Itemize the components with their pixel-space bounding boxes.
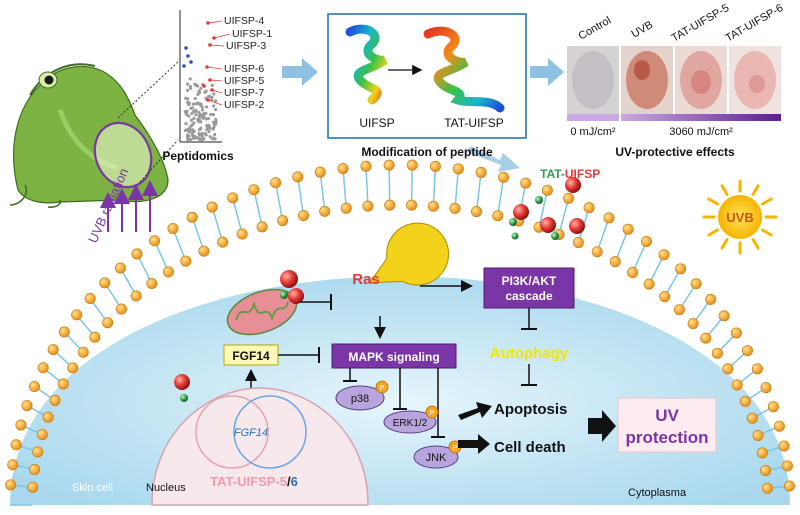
- p38-phospho-label: P: [380, 385, 385, 392]
- cytoplasma-label: Cytoplasma: [628, 487, 687, 499]
- peptide-b: 6: [291, 474, 298, 489]
- dose-low-label: 0 mJ/cm²: [570, 126, 616, 138]
- jnk-label: JNK: [426, 452, 447, 464]
- volcano-label-3: UIFSP-3: [226, 40, 266, 52]
- pi3k-line2: cascade: [505, 289, 553, 303]
- effects-caption: UV-protective effects: [615, 145, 735, 159]
- volcano-plot: [180, 10, 222, 142]
- effects-col-tat6: TAT-UIFSP-6: [724, 2, 786, 45]
- modification-left-label: UIFSP: [359, 116, 394, 130]
- p38-label: p38: [351, 393, 369, 405]
- volcano-label-2: UIFSP-1: [232, 28, 272, 40]
- zoom-line-top: [118, 62, 178, 118]
- mapk-label: MAPK signaling: [348, 350, 439, 364]
- pi3k-line1: PI3K/AKT: [502, 274, 557, 288]
- fgf14-box-label: FGF14: [232, 349, 270, 363]
- nucleus-label: Nucleus: [146, 482, 186, 494]
- volcano-label-1: UIFSP-4: [224, 15, 264, 27]
- modification-caption: Modification of peptide: [361, 145, 493, 159]
- dose-bar-high: [621, 114, 781, 121]
- flow-arrow-1: [282, 58, 318, 86]
- erk-label: ERK1/2: [393, 418, 428, 429]
- sun-label: UVB: [726, 210, 753, 225]
- ras-label: Ras: [352, 271, 380, 288]
- effects-col-tat5: TAT-UIFSP-5: [670, 2, 732, 45]
- volcano-label-7: UIFSP-2: [224, 99, 264, 111]
- dose-bar-low: [567, 114, 619, 121]
- skin-photo-strip: [567, 46, 781, 114]
- uv-protection-line2: protection: [625, 428, 708, 447]
- apoptosis-label: Apoptosis: [494, 401, 567, 418]
- cell-death-label: Cell death: [494, 439, 566, 456]
- uv-protection-line1: UV: [655, 406, 679, 425]
- tat-prefix: TAT-: [540, 167, 565, 181]
- effects-col-uvb: UVB: [630, 19, 656, 41]
- nucleus-peptide-label: TAT-UIFSP-5/6: [210, 474, 298, 489]
- volcano-label-5: UIFSP-5: [224, 75, 264, 87]
- autophagy-label: Autophagy: [490, 345, 569, 362]
- skin-cell-label: Skin cell: [72, 482, 113, 494]
- jnk-phospho-label: P: [453, 445, 458, 452]
- frog-illustration: [10, 64, 168, 207]
- volcano-label-4: UIFSP-6: [224, 63, 264, 75]
- flow-arrow-2: [530, 58, 564, 86]
- nucleus-gene-label: FGF14: [234, 427, 268, 439]
- erk-phospho-label: P: [430, 410, 435, 417]
- peptide-a: TAT-UIFSP-5: [210, 474, 287, 489]
- peptidomics-label: Peptidomics: [162, 149, 234, 163]
- modification-right-label: TAT-UIFSP: [444, 116, 504, 130]
- volcano-label-6: UIFSP-7: [224, 87, 264, 99]
- effects-col-control: Control: [577, 14, 614, 42]
- dose-high-label: 3060 mJ/cm²: [669, 126, 733, 138]
